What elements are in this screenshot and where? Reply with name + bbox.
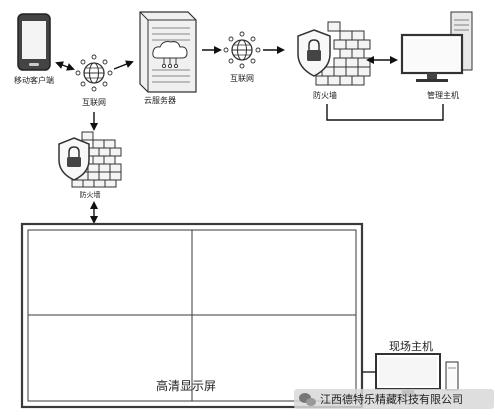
site-host-label: 现场主机 (389, 339, 433, 353)
internet-label-left: 互联网 (82, 98, 106, 107)
site-host-computer-icon (375, 353, 459, 397)
admin-host-computer-icon (400, 11, 473, 82)
hd-display-wall (20, 222, 364, 409)
display-label: 高清显示屏 (156, 378, 216, 393)
arrow-internet-server (113, 60, 134, 70)
firewall-label-top: 防火墙 (313, 90, 337, 100)
watermark: 江西德特乐精藏科技有限公司 (294, 389, 494, 409)
internet-label-mid: 互联网 (230, 74, 254, 83)
connection-lines (55, 46, 444, 224)
mobile-phone-icon (17, 13, 51, 71)
arrow-mobile-internet (55, 61, 75, 71)
cloud-server-label: 云服务器 (144, 95, 176, 105)
cloud-server-icon (139, 11, 197, 93)
wechat-icon (299, 393, 316, 406)
firewall-label-left: 防火墙 (80, 190, 101, 199)
internet-globe-icon-mid (223, 31, 261, 69)
firewall-icon-top (297, 21, 371, 86)
line-firewall-admin-bottom (326, 104, 444, 121)
admin-host-label: 管理主机 (427, 90, 459, 100)
internet-globe-icon-left (75, 54, 113, 92)
firewall-icon-left (58, 131, 122, 188)
watermark-text: 江西德特乐精藏科技有限公司 (320, 392, 463, 406)
mobile-label: 移动客户端 (14, 75, 54, 85)
